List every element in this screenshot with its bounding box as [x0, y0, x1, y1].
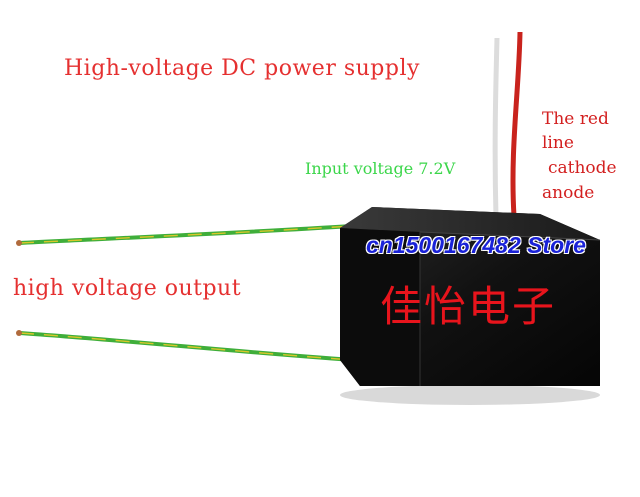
- red-line-label-1: The red: [542, 109, 609, 129]
- white-input-wire: [492, 37, 500, 219]
- input-voltage-label: Input voltage 7.2V: [305, 159, 456, 178]
- hv-wire-bottom-tip: [16, 330, 22, 336]
- power-module: [340, 207, 601, 386]
- hv-wire-top-tip: [16, 240, 22, 246]
- hv-output-label: high voltage output: [13, 276, 242, 301]
- red-input-wire: [510, 31, 523, 217]
- red-line-label-3: cathode: [548, 158, 617, 178]
- store-watermark: cn1500167482 Store: [366, 232, 586, 258]
- brand-text: 佳怡电子: [380, 282, 557, 331]
- title-label: High-voltage DC power supply: [64, 56, 420, 81]
- red-line-label-2: line: [542, 133, 574, 153]
- red-line-label-4: anode: [542, 183, 595, 203]
- hv-wire-top: [19, 224, 353, 245]
